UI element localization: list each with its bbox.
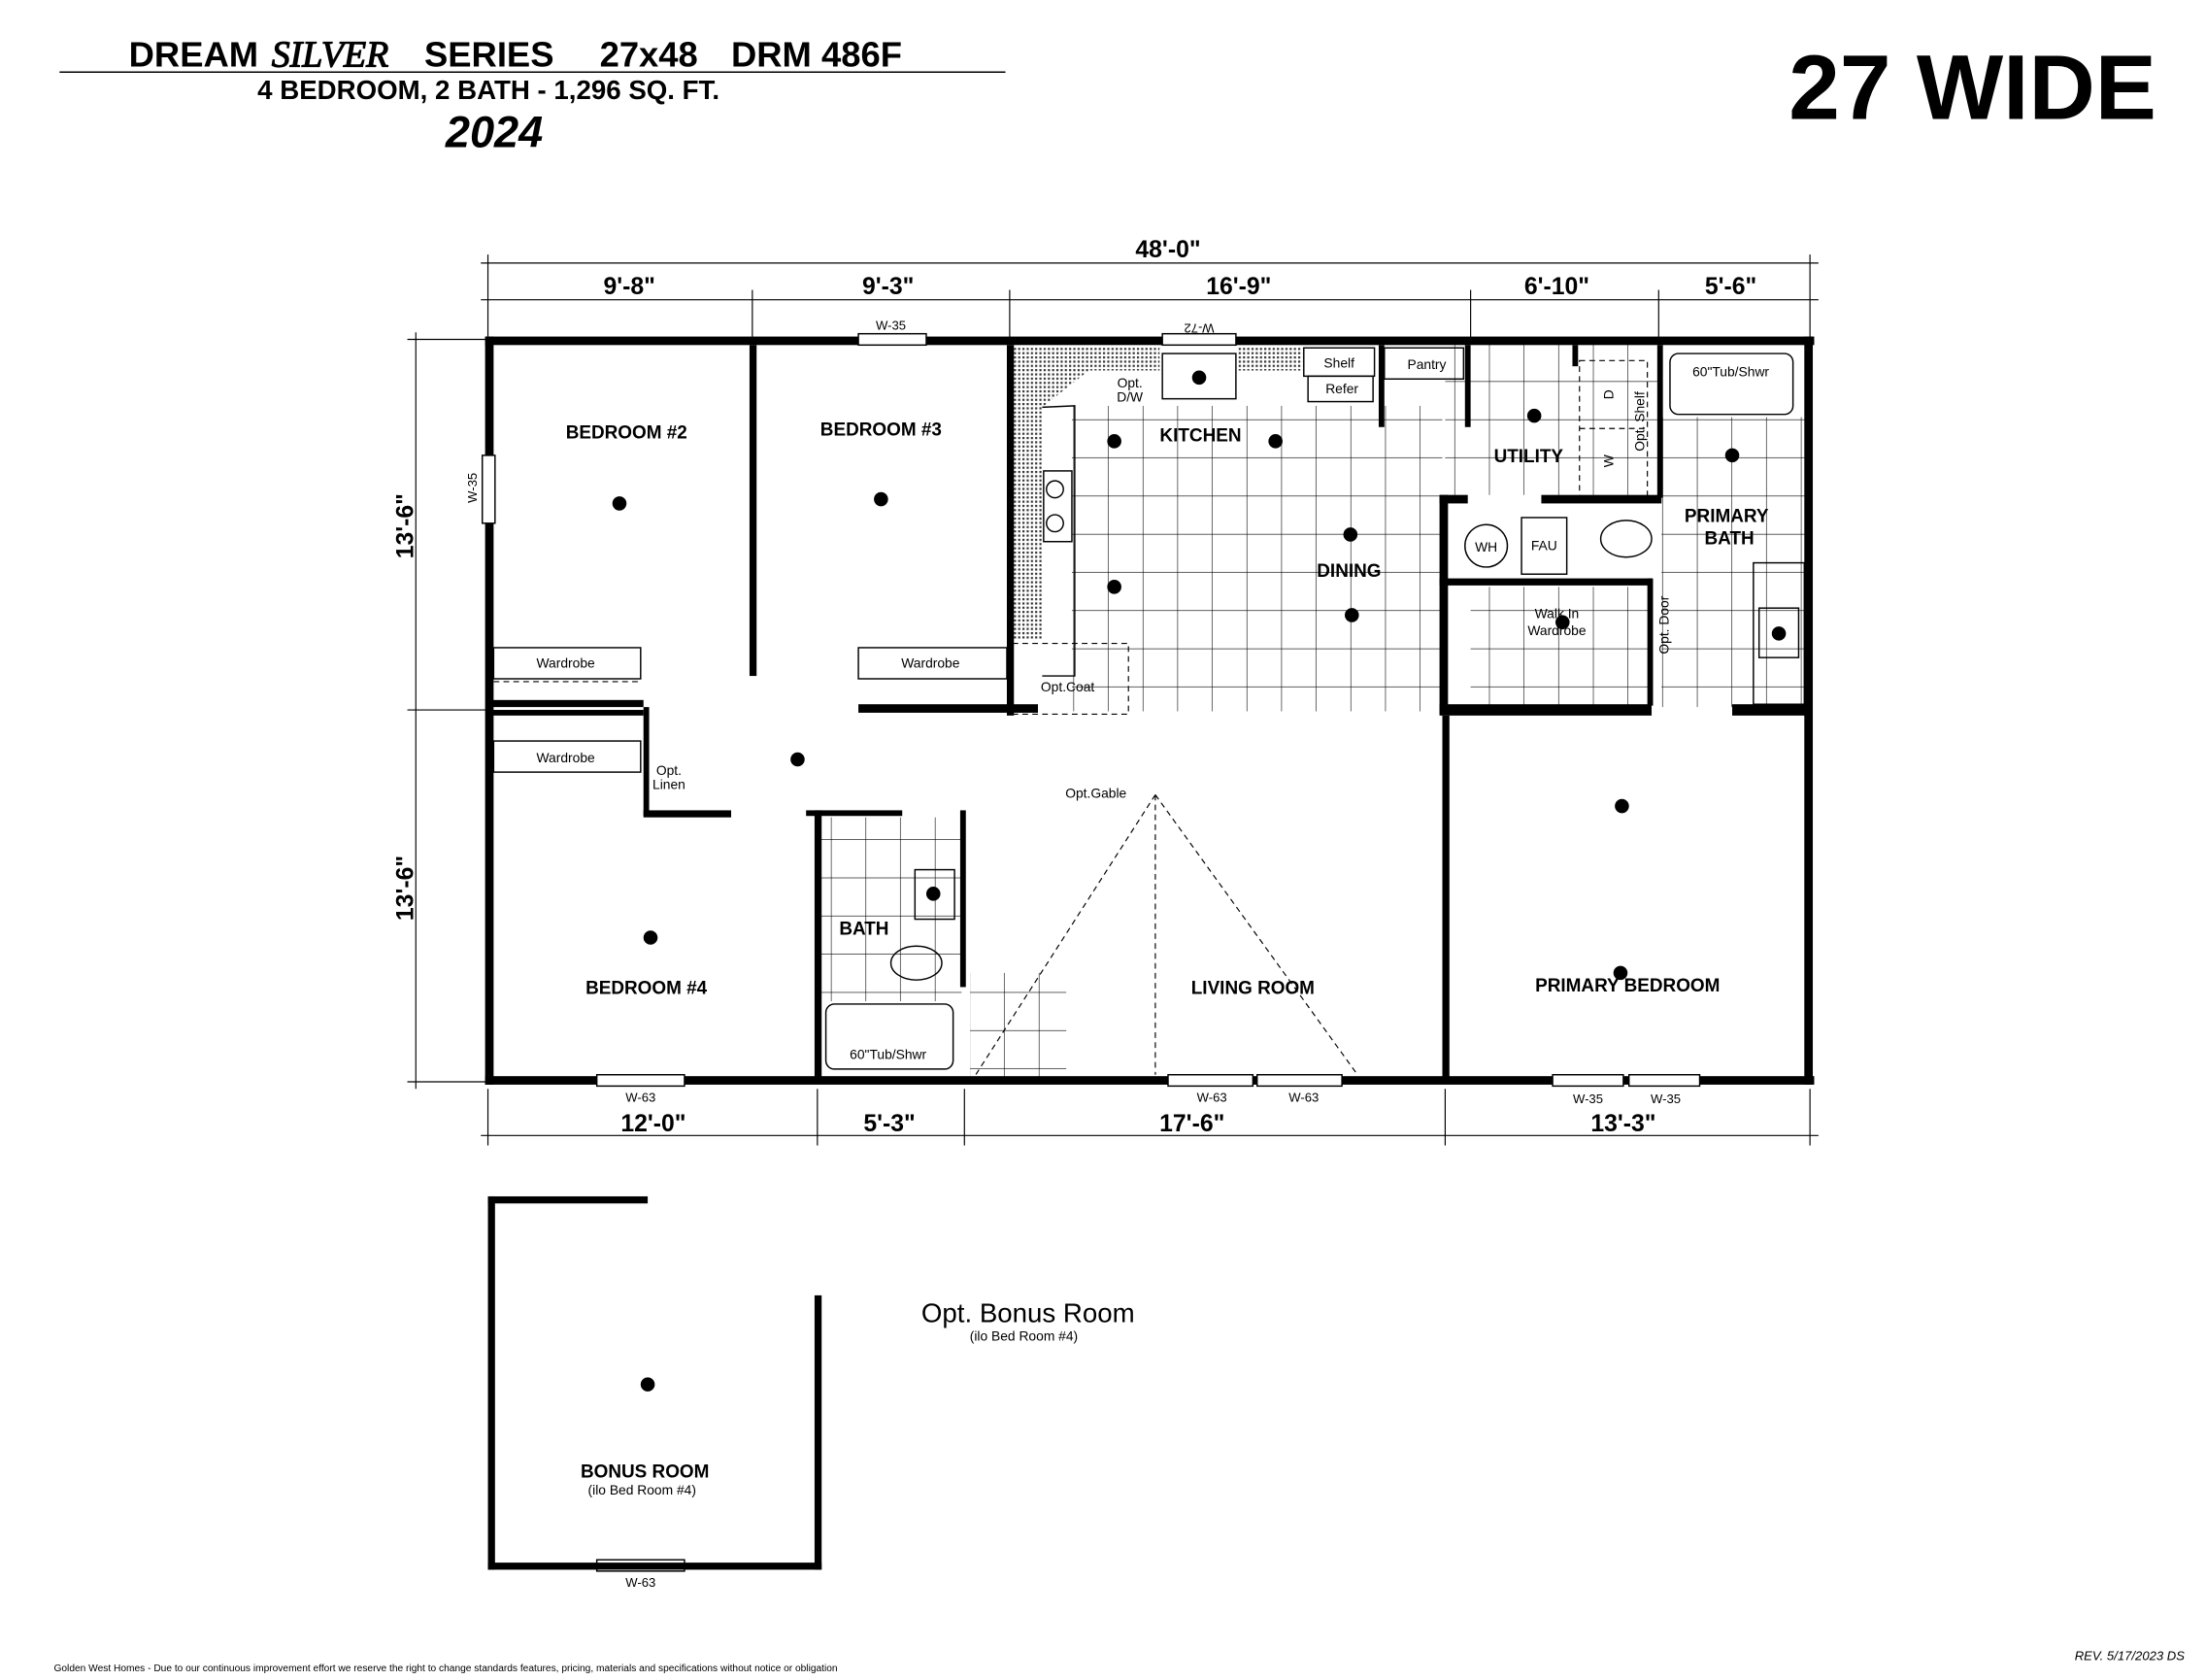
dim-left-2: 13'-6"	[392, 856, 418, 921]
bonus-room-title-note: (ilo Bed Room #4)	[970, 1328, 1078, 1344]
model-size: 27x48	[600, 34, 698, 74]
room-label-bath: BATH	[839, 920, 888, 940]
water-heater-label: WH	[1475, 539, 1497, 554]
kitchen-counter	[1012, 346, 1303, 677]
furnace-label: FAU	[1531, 537, 1557, 553]
window-label: W-63	[625, 1575, 655, 1590]
room-label-kitchen: KITCHEN	[1159, 425, 1241, 446]
pantry-label: Pantry	[1407, 356, 1446, 372]
bonus-room-note: (ilo Bed Room #4)	[588, 1482, 696, 1497]
toilet-icon-2	[889, 945, 943, 981]
washer-label: W	[1601, 454, 1617, 467]
opt-door-label: Opt. Door	[1655, 595, 1671, 654]
title-suffix: SERIES	[424, 34, 553, 74]
title-block: DREAM SILVER SERIES 27x48 DRM 486F 4 BED…	[59, 34, 2156, 156]
window-label: W-63	[1288, 1090, 1319, 1104]
opt-dw-label-2: D/W	[1117, 389, 1143, 405]
tub-label: 60"Tub/Shwr	[1692, 363, 1769, 379]
utility-tile	[1445, 339, 1657, 495]
walk-in-wardrobe-label: Walk In	[1535, 605, 1580, 621]
fixture-outlines	[492, 347, 1806, 1076]
year: 2024	[445, 107, 543, 156]
footer-disclaimer: Golden West Homes - Due to our continuou…	[53, 1663, 837, 1674]
toilet-icon	[1599, 520, 1653, 558]
dimension-lines	[407, 254, 1819, 1146]
dim-overall: 48'-0"	[1135, 237, 1200, 263]
walk-in-wardrobe-label-2: Wardrobe	[1527, 622, 1587, 638]
dim-bottom-2: 5'-3"	[863, 1111, 915, 1137]
dim-top-3: 16'-9"	[1206, 274, 1271, 300]
room-label-primary-bedroom: PRIMARY BEDROOM	[1535, 976, 1720, 996]
dim-left-1: 13'-6"	[392, 493, 418, 558]
room-label-living-room: LIVING ROOM	[1191, 979, 1315, 999]
bonus-room-title: Opt. Bonus Room	[921, 1298, 1135, 1328]
dim-top-5: 5'-6"	[1705, 274, 1756, 300]
opt-coat-label: Opt.Coat	[1041, 679, 1094, 694]
range-icon	[1043, 470, 1073, 543]
entry-tile	[970, 972, 1067, 1080]
shelf-label: Shelf	[1323, 355, 1354, 371]
window-label: W-35	[1573, 1092, 1603, 1106]
wardrobe-label: Wardrobe	[537, 750, 596, 765]
dim-bottom-4: 13'-3"	[1590, 1111, 1655, 1137]
kitchen-sink-icon	[1161, 353, 1237, 400]
window-label: W-72	[1185, 320, 1215, 335]
dim-top-1: 9'-8"	[603, 274, 654, 300]
bath-sink-icon	[1757, 607, 1800, 658]
walls	[485, 336, 1815, 1085]
dim-top-2: 9'-3"	[862, 274, 914, 300]
kitchen-dining-tile	[1071, 405, 1443, 712]
window-label: W-35	[1651, 1092, 1681, 1106]
room-label-bedroom-2: BEDROOM #2	[566, 422, 687, 443]
wardrobe-label: Wardrobe	[901, 655, 960, 670]
room-label-primary-bath: PRIMARY	[1685, 506, 1769, 526]
room-label-utility: UTILITY	[1494, 447, 1564, 467]
revision-label: REV. 5/17/2023 DS	[2075, 1649, 2186, 1663]
room-label-primary-bath-2: BATH	[1705, 529, 1755, 550]
room-label-dining: DINING	[1317, 561, 1381, 582]
tub-label: 60"Tub/Shwr	[850, 1047, 926, 1062]
opt-linen-label: Opt.	[656, 762, 682, 778]
window-label: W-63	[1197, 1090, 1227, 1104]
wardrobe-label: Wardrobe	[537, 655, 596, 670]
room-label-bedroom-4: BEDROOM #4	[585, 979, 708, 999]
model-number: DRM 486F	[731, 34, 902, 74]
window-label: W-35	[876, 318, 906, 332]
dim-top-4: 6'-10"	[1524, 274, 1589, 300]
walk-in-tile	[1470, 587, 1653, 708]
opt-gable-label: Opt.Gable	[1065, 785, 1126, 800]
dim-bottom-3: 17'-6"	[1159, 1111, 1224, 1137]
window-label: W-63	[625, 1090, 655, 1104]
room-label-bedroom-3: BEDROOM #3	[820, 420, 942, 441]
room-label-bonus-room: BONUS ROOM	[581, 1462, 709, 1483]
opt-linen-label-2: Linen	[652, 777, 685, 792]
bath-sink-icon-2	[914, 868, 955, 921]
window-label: W-35	[465, 473, 480, 503]
title-series: SILVER	[272, 34, 389, 75]
dim-bottom-1: 12'-0"	[620, 1111, 685, 1137]
refer-label: Refer	[1325, 381, 1358, 396]
subtitle: 4 BEDROOM, 2 BATH - 1,296 SQ. FT.	[257, 75, 719, 105]
ceiling-lights	[612, 370, 1787, 1392]
dryer-label: D	[1601, 389, 1617, 399]
bonus-room-plan	[487, 1195, 822, 1570]
opt-shelf-label: Opt. Shelf	[1632, 391, 1648, 452]
opt-dw-label: Opt.	[1118, 375, 1143, 390]
title-prefix: DREAM	[129, 34, 258, 74]
bath-tile	[819, 817, 962, 1002]
width-label: 27 WIDE	[1788, 36, 2156, 139]
